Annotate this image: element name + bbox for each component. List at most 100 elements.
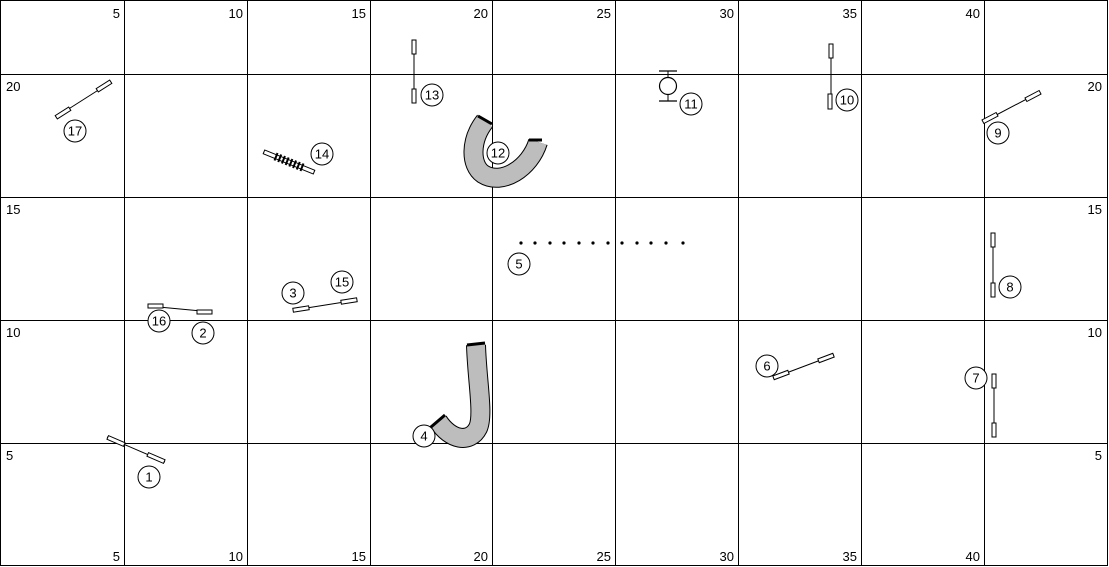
right-label: 10 [1088,325,1102,340]
marker-8: 8 [998,275,1022,299]
marker-10: 10 [835,88,859,112]
jump-wing [827,93,833,110]
obstacle-1-jump [106,434,166,465]
left-axis-labels: 20 15 10 5 [6,79,20,463]
tunnel-entrance [466,341,486,347]
weave-pole [591,241,595,245]
marker-number: 5 [515,257,522,272]
obstacle-number-markers: 1 2 3 4 5 6 7 8 9 10 11 12 13 14 15 16 1… [63,83,1022,489]
top-label: 25 [597,6,611,21]
top-label: 40 [966,6,980,21]
marker-12: 12 [486,141,510,165]
marker-number: 3 [289,286,296,301]
marker-11: 11 [679,92,703,116]
obstacle-8-jump [990,232,996,298]
jump-wing [990,232,996,248]
marker-number: 2 [199,326,206,341]
top-label: 30 [720,6,734,21]
marker-number: 1 [145,470,152,485]
marker-3: 3 [281,281,305,305]
jump-wing [146,451,166,465]
weave-pole [664,241,668,245]
broad-jump-board [284,157,290,166]
broad-jump-board [281,155,286,164]
jump-wing [991,422,997,438]
bottom-label: 10 [229,549,243,564]
top-label: 5 [113,6,120,21]
marker-7: 7 [964,366,988,390]
bottom-label: 40 [966,549,980,564]
marker-4: 4 [412,424,436,448]
jump-wing [292,305,310,313]
broad-jump-board [288,158,294,167]
weave-pole [533,241,537,245]
bottom-label: 35 [843,549,857,564]
obstacle-7-jump [991,373,997,438]
marker-9: 9 [986,121,1010,145]
marker-number: 12 [491,146,505,161]
jump-wing [817,352,835,364]
marker-number: 9 [994,126,1001,141]
marker-5: 5 [507,252,531,276]
marker-number: 15 [335,275,349,290]
obstacle-5-weave-poles [519,241,685,245]
marker-number: 8 [1006,280,1013,295]
jump-wing [772,369,790,381]
marker-number: 13 [425,88,439,103]
jump-wing [411,88,417,104]
marker-number: 11 [684,97,698,112]
jump-wing [411,39,417,55]
tunnel-exit [430,413,446,429]
jump-wing [106,434,126,448]
marker-16: 16 [147,309,171,333]
right-label: 15 [1088,202,1102,217]
obstacle-10-jump [827,43,834,110]
marker-number: 16 [152,314,166,329]
tire-ring [658,76,678,96]
right-axis-labels: 20 15 10 5 [1088,79,1102,463]
marker-14: 14 [310,142,334,166]
bottom-label: 15 [352,549,366,564]
top-axis-labels: 5 10 15 20 25 30 35 40 [113,6,980,21]
weave-pole [519,241,523,245]
weave-pole [577,241,581,245]
left-label: 5 [6,448,13,463]
marker-number: 7 [972,371,979,386]
marker-number: 14 [315,147,329,162]
top-label: 35 [843,6,857,21]
jump-wing [1024,89,1042,103]
left-label: 20 [6,79,20,94]
weave-pole [681,241,685,245]
weave-pole [649,241,653,245]
marker-2: 2 [191,321,215,345]
marker-17: 17 [63,119,87,143]
broad-jump-board [277,154,283,163]
broad-jump-board [295,161,301,170]
bottom-label: 30 [720,549,734,564]
obstacle-17-jump [54,79,113,120]
weave-pole [620,241,624,245]
top-label: 20 [474,6,488,21]
jump-wing [147,303,164,309]
jump-wing [990,282,996,298]
jump-wing [981,111,999,125]
obstacle-16-jump [147,303,213,315]
left-label: 10 [6,325,20,340]
top-label: 10 [229,6,243,21]
jump-wing [54,106,72,120]
tunnel-body [430,344,490,447]
broad-jump-board [273,152,279,161]
marker-13: 13 [420,83,444,107]
broad-jump-board [292,160,297,169]
tunnel-body [464,115,547,187]
weave-pole [562,241,566,245]
bottom-axis-labels: 5 10 15 20 25 30 35 40 [113,549,980,564]
marker-number: 17 [68,124,82,139]
weave-pole [548,241,552,245]
marker-1: 1 [137,465,161,489]
obstacle-6-jump [772,352,835,381]
bottom-label: 20 [474,549,488,564]
